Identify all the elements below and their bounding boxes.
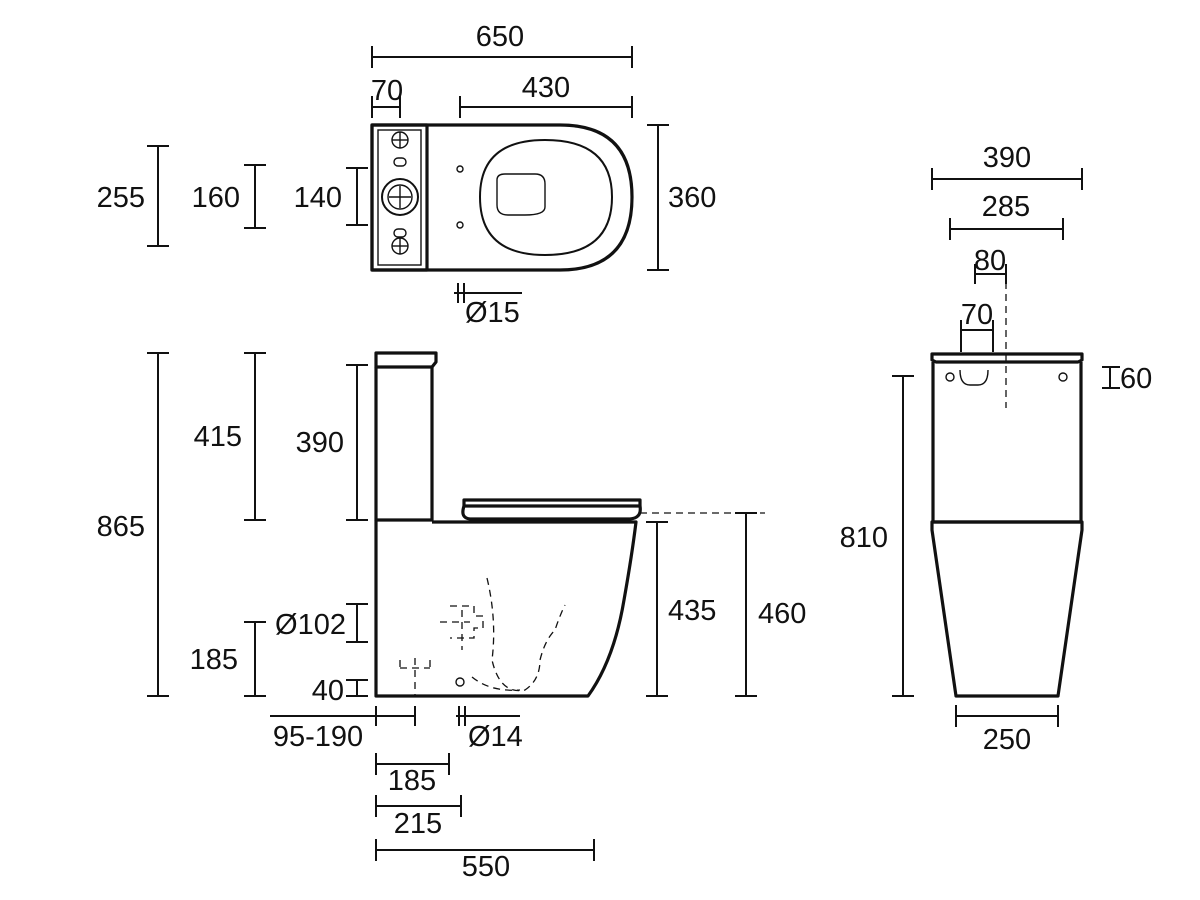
top-view-outline bbox=[370, 123, 634, 272]
side-seat bbox=[462, 498, 642, 508]
dim-side-185-vertical: 185 bbox=[190, 644, 238, 676]
dim-front-80: 80 bbox=[974, 245, 1006, 277]
dim-side-460: 460 bbox=[758, 598, 806, 630]
dim-front-60: 60 bbox=[1120, 363, 1152, 395]
dim-front-250: 250 bbox=[983, 724, 1031, 756]
dim-top-140: 140 bbox=[294, 182, 342, 214]
dim-side-185-horizontal: 185 bbox=[388, 765, 436, 797]
front-tank bbox=[931, 362, 1083, 524]
dim-side-dia14: Ø14 bbox=[468, 721, 523, 753]
dim-top-70: 70 bbox=[371, 75, 403, 107]
top-bowl-opening bbox=[496, 173, 546, 216]
dim-side-550: 550 bbox=[462, 851, 510, 883]
dim-top-160: 160 bbox=[192, 182, 240, 214]
dim-side-865: 865 bbox=[97, 511, 145, 543]
top-seat-outline bbox=[478, 138, 614, 257]
dim-side-95-190: 95-190 bbox=[273, 721, 363, 753]
front-bowl bbox=[930, 520, 1084, 698]
dim-top-dia15: Ø15 bbox=[465, 297, 520, 329]
side-trapway bbox=[486, 577, 566, 692]
front-view: 390 285 80 70 60 810 250 bbox=[840, 142, 1153, 756]
dim-top-255: 255 bbox=[97, 182, 145, 214]
dim-top-360: 360 bbox=[668, 182, 716, 214]
top-view-cistern bbox=[370, 123, 429, 272]
dim-front-285: 285 bbox=[982, 191, 1030, 223]
dim-top-650: 650 bbox=[476, 21, 524, 53]
dim-side-215: 215 bbox=[394, 808, 442, 840]
side-tank bbox=[374, 367, 434, 522]
dim-front-810: 810 bbox=[840, 522, 888, 554]
side-cistern-lid bbox=[374, 351, 438, 369]
dim-front-390: 390 bbox=[983, 142, 1031, 174]
dim-side-dia102: Ø102 bbox=[275, 609, 346, 641]
dim-front-70: 70 bbox=[961, 299, 993, 331]
dim-side-415: 415 bbox=[194, 421, 242, 453]
dim-side-40: 40 bbox=[312, 675, 344, 707]
dim-top-430: 430 bbox=[522, 72, 570, 104]
dim-side-390: 390 bbox=[296, 427, 344, 459]
front-cistern-lid bbox=[930, 352, 1084, 364]
top-view: 650 70 430 255 160 140 360 Ø15 bbox=[97, 21, 717, 329]
dim-side-435: 435 bbox=[668, 595, 716, 627]
side-bowl bbox=[374, 520, 638, 698]
flush-button bbox=[381, 178, 419, 216]
side-view: 865 415 390 Ø102 185 40 95-190 Ø bbox=[97, 351, 806, 883]
